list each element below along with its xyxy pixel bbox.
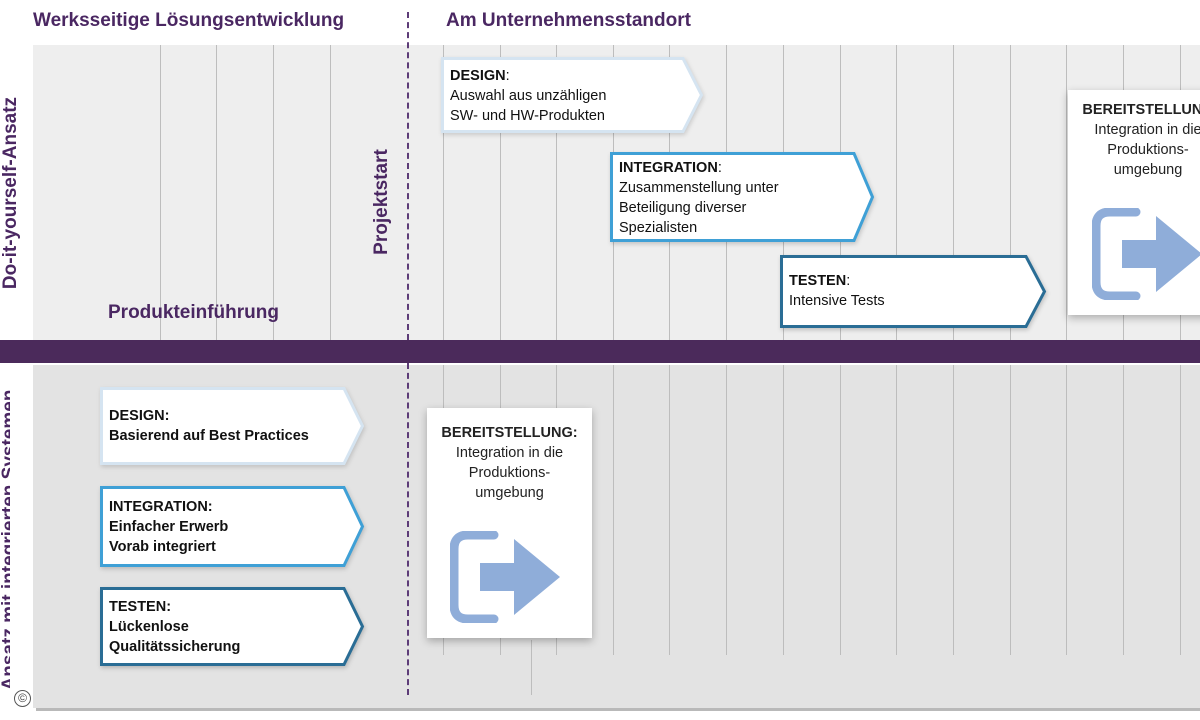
top-bereitstellung-card: BEREITSTELLUNG Integration in die Produk… [1068, 90, 1200, 315]
bottom-integration-step: INTEGRATION: Einfacher Erwerb Vorab inte… [100, 486, 365, 567]
integration-line-3: Spezialisten [619, 220, 698, 236]
projektstart-line [407, 363, 409, 695]
bottom-bereitstellung-title: BEREITSTELLUNG: [441, 425, 578, 441]
grid-line [613, 365, 614, 655]
deploy-icon [1092, 208, 1200, 300]
header-right-title: Am Unternehmensstandort [446, 10, 691, 31]
bottom-integration-line-1: Einfacher Erwerb [109, 519, 229, 535]
grid-line [443, 45, 444, 340]
testen-title: TESTEN [789, 273, 847, 289]
design-colon: : [505, 68, 510, 84]
design-title: DESIGN [450, 68, 506, 84]
grid-line [1066, 45, 1067, 340]
grid-line [216, 45, 217, 340]
side-label-top-clip: Do-it-yourself-Ansatz [0, 45, 22, 340]
bottom-design-step: DESIGN: Basierend auf Best Practices [100, 387, 365, 465]
grid-line [1010, 365, 1011, 655]
integration-arrow-shape [610, 152, 875, 242]
top-bereitstellung-line-2: Produktions- [1107, 142, 1189, 158]
deploy-icon [450, 531, 560, 623]
bottom-integration-title: INTEGRATION: [109, 499, 213, 515]
testen-arrow-shape [100, 587, 365, 666]
bottom-testen-title: TESTEN: [109, 599, 172, 615]
bottom-integration-line-2: Vorab integriert [109, 539, 216, 555]
design-arrow-shape [441, 57, 704, 133]
grid-line [1066, 365, 1067, 655]
bottom-testen-step: TESTEN: Lückenlose Qualitätssicherung [100, 587, 365, 666]
grid-line [1123, 365, 1124, 655]
bottom-design-title: DESIGN: [109, 408, 170, 424]
grid-line [1010, 45, 1011, 340]
bottom-testen-line-1: Lückenlose [109, 619, 189, 635]
integration-colon: : [717, 160, 722, 176]
top-design-step: DESIGN: Auswahl aus unzähligen SW- und H… [441, 57, 704, 133]
bottom-bereitstellung-line-2: Produktions- [468, 465, 551, 481]
top-bereitstellung-line-3: umgebung [1113, 162, 1183, 178]
bottom-bereitstellung-line-3: umgebung [475, 485, 544, 501]
grid-line [273, 45, 274, 340]
grid-line [726, 365, 727, 655]
grid-line [953, 45, 954, 340]
top-bereitstellung-title: BEREITSTELLUNG [1082, 102, 1200, 118]
grid-line [330, 45, 331, 340]
top-testen-step: TESTEN: Intensive Tests [780, 255, 1047, 328]
bottom-bereitstellung-line-1: Integration in die [455, 445, 564, 461]
bottom-design-line-1: Basierend auf Best Practices [109, 428, 309, 444]
integration-title: INTEGRATION [619, 160, 718, 176]
bottom-panel-shadow [36, 708, 1200, 711]
header-left-title: Werksseitige Lösungsentwicklung [33, 10, 345, 31]
design-line-2: SW- und HW-Produkten [450, 108, 605, 124]
bottom-testen-line-2: Qualitätssicherung [109, 639, 241, 655]
divider-band [0, 340, 1200, 363]
bottom-bereitstellung-card: BEREITSTELLUNG: Integration in die Produ… [427, 408, 592, 638]
grid-line [1180, 365, 1181, 655]
integration-arrow-shape [100, 486, 365, 567]
integration-line-1: Zusammenstellung unter [619, 180, 779, 196]
grid-line [500, 45, 501, 340]
grid-line [160, 45, 161, 340]
top-integration-step: INTEGRATION: Zusammenstellung unter Bete… [610, 152, 875, 242]
grid-line [953, 365, 954, 655]
grid-line [783, 365, 784, 655]
side-label-bottom-clip: Ansatz mit integrierten Systemen [0, 365, 10, 720]
grid-line [896, 45, 897, 340]
grid-line [669, 365, 670, 655]
testen-arrow-shape [780, 255, 1047, 328]
produkteinfuehrung-label: Produkteinführung [108, 302, 279, 323]
testen-colon: : [846, 273, 851, 289]
side-label-top: Do-it-yourself-Ansatz [0, 96, 21, 290]
grid-line [531, 640, 532, 695]
grid-line [840, 365, 841, 655]
design-line-1: Auswahl aus unzähligen [450, 88, 607, 104]
grid-line [556, 45, 557, 340]
projektstart-label: Projektstart [371, 149, 392, 255]
testen-line-1: Intensive Tests [789, 293, 885, 309]
top-bereitstellung-line-1: Integration in die [1094, 122, 1200, 138]
side-label-bottom: Ansatz mit integrierten Systemen [0, 389, 10, 691]
integration-line-2: Beteiligung diverser [619, 200, 747, 216]
design-arrow-shape [100, 387, 365, 465]
grid-line [896, 365, 897, 655]
copyright-mark: © [14, 690, 31, 707]
projektstart-line [407, 12, 409, 340]
